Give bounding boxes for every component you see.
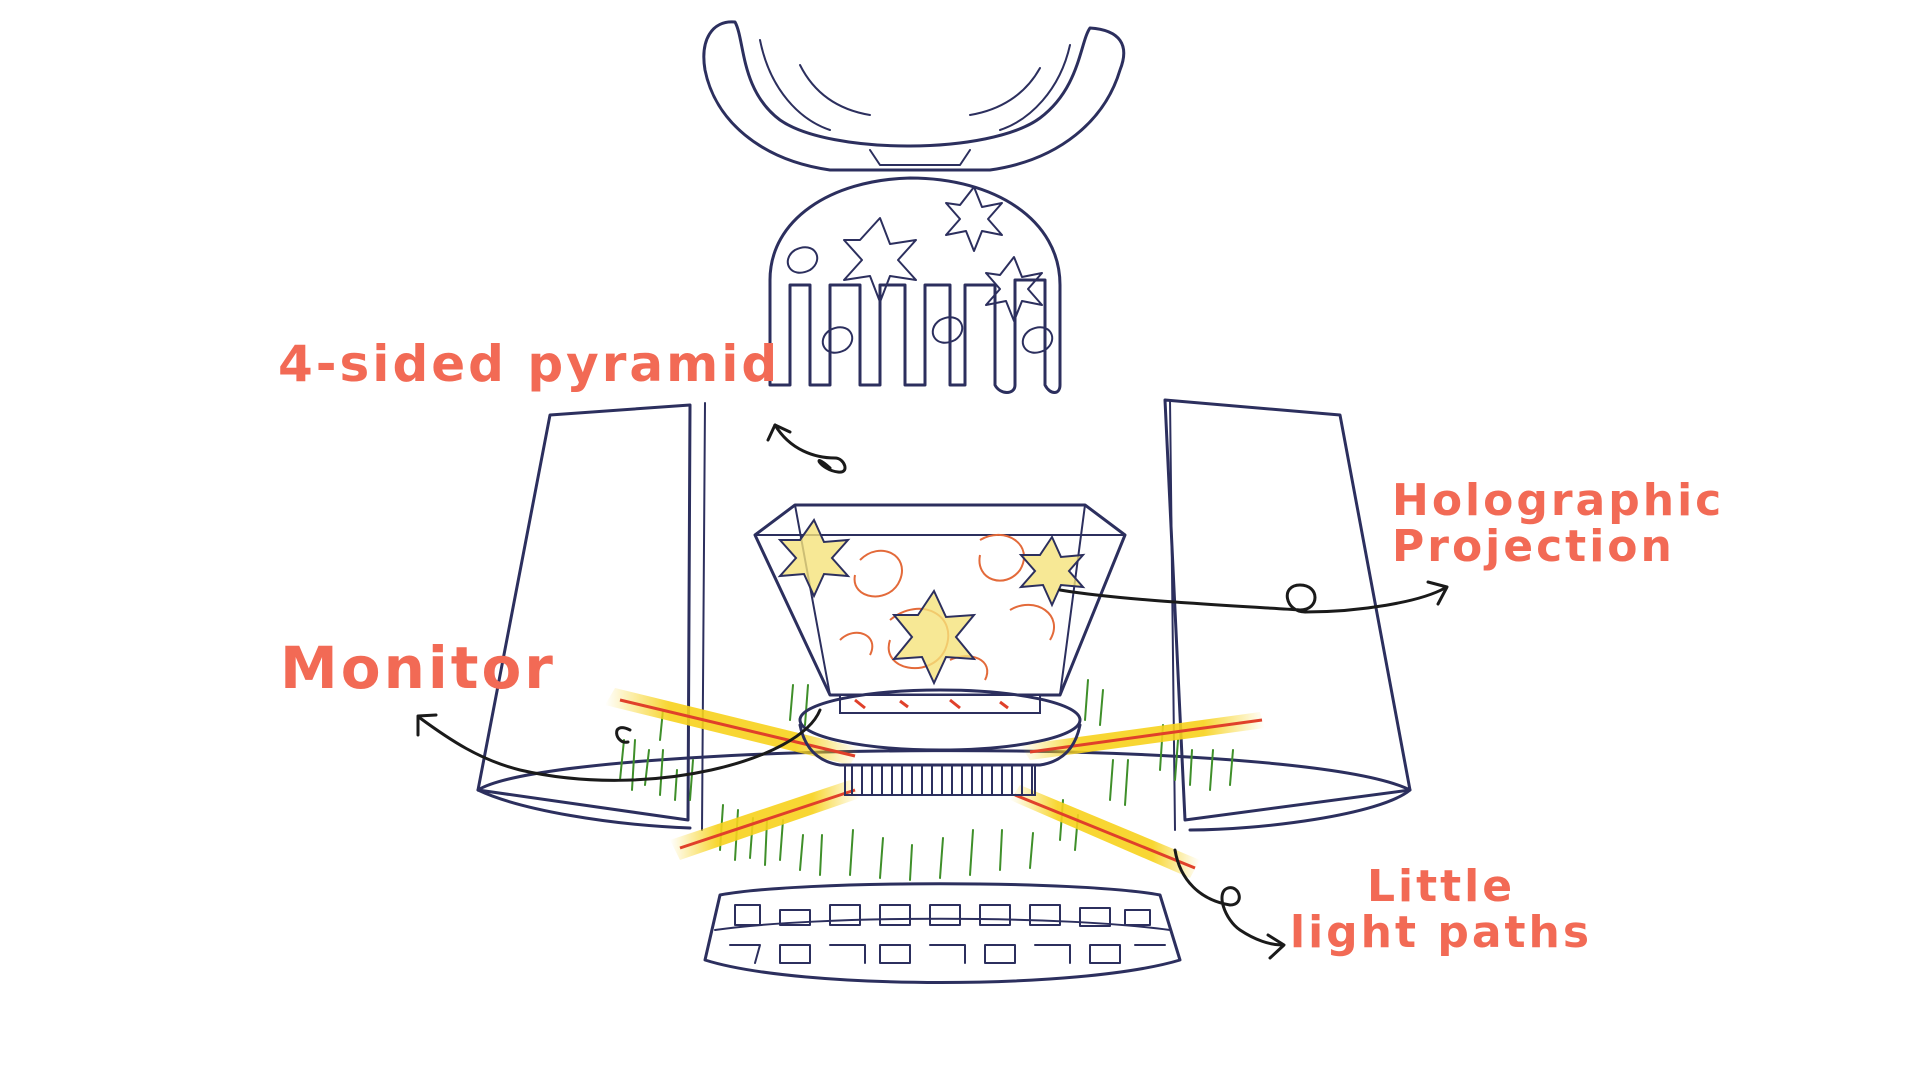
dome-cap — [770, 178, 1060, 393]
antler-crown-icon — [704, 22, 1124, 170]
pyramid — [755, 505, 1125, 713]
pyramid-label: 4-sided pyramid — [278, 338, 780, 391]
light-paths-label-line1: Little — [1290, 864, 1592, 910]
holographic-label-line1: Holographic — [1392, 478, 1724, 524]
monitor-screen — [840, 695, 1040, 713]
flower-icon — [788, 187, 1052, 353]
light-paths-label-line2: light paths — [1290, 910, 1592, 956]
holographic-label-line2: Projection — [1392, 524, 1724, 570]
holographic-projection-label: Holographic Projection — [1392, 478, 1724, 570]
light-paths-label: Little light paths — [1290, 864, 1592, 956]
monitor-label: Monitor — [280, 638, 556, 699]
antler-crown — [704, 22, 1124, 170]
bottom-base — [705, 884, 1180, 983]
flower-icon — [780, 520, 1083, 683]
